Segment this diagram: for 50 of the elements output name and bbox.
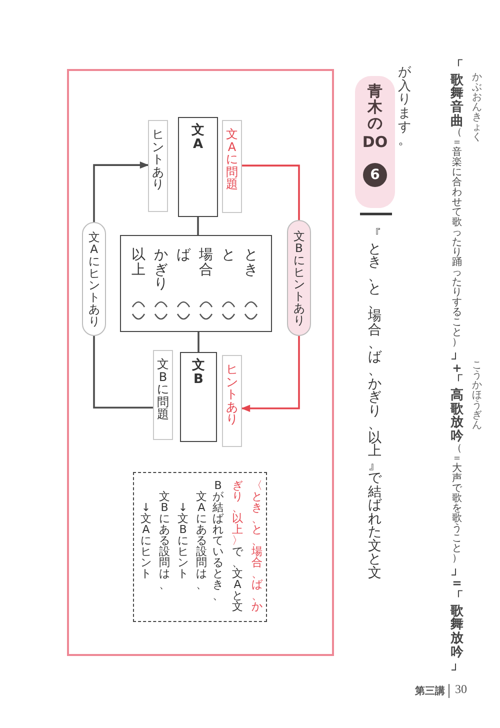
hint-box bbox=[153, 350, 173, 440]
body-text: 」＝「歌舞放吟」 bbox=[450, 564, 464, 673]
connector-line bbox=[198, 332, 200, 352]
connector-line bbox=[93, 336, 153, 408]
hint-box bbox=[148, 120, 168, 212]
sentence-label: 文B bbox=[192, 359, 205, 386]
pill-label: 文Aにヒントあり bbox=[88, 230, 100, 328]
band-label: 青木の bbox=[368, 84, 382, 132]
hint-box bbox=[222, 120, 242, 213]
conjunction-label: と bbox=[222, 248, 236, 263]
furigana: こうかほうぎん bbox=[472, 361, 482, 431]
body-text: 」＋「高歌放吟 bbox=[450, 348, 464, 444]
band-label: DO bbox=[362, 133, 388, 152]
conjunction-label: とき bbox=[244, 248, 258, 278]
sentence-label: 文A bbox=[192, 124, 204, 152]
arrow bbox=[241, 336, 300, 412]
conjunction-label: 以上 bbox=[132, 248, 146, 278]
conjunction-label: かぎり bbox=[154, 248, 168, 292]
hint-label: ヒントあり bbox=[152, 128, 164, 191]
note-box bbox=[133, 472, 267, 622]
hint-label: 文Aに問題 bbox=[226, 128, 238, 191]
conjunction-label: 場合 bbox=[199, 248, 213, 278]
body-text: が入ります。 bbox=[398, 66, 411, 148]
note-text: ↓文Aにヒント bbox=[140, 502, 152, 579]
connector-line bbox=[242, 164, 300, 220]
furigana: かぶおんきょく bbox=[472, 73, 482, 143]
pill-label: 文Bにヒントあり bbox=[293, 230, 305, 326]
note-text: ↓文Bにヒント bbox=[178, 502, 188, 579]
note-text: 〈とき、と、場合、ば、かぎり、以上〉で、文Aと文Bが結ばれているとき、 bbox=[212, 480, 263, 613]
number-badge: 6 bbox=[363, 163, 387, 188]
gloss-text: （＝大声で歌を歌うこと） bbox=[452, 444, 462, 564]
conjunction-box bbox=[120, 235, 272, 332]
hint-box bbox=[222, 355, 242, 447]
hint-label: 文Bに問題 bbox=[157, 358, 169, 421]
connector-line bbox=[197, 217, 199, 235]
arrow bbox=[93, 161, 149, 222]
sentence-box bbox=[180, 352, 217, 442]
note-text: 文Bにある設問は、 bbox=[159, 491, 170, 590]
sentence-box bbox=[178, 117, 218, 217]
page-number: 30 bbox=[455, 682, 467, 697]
conjunction-label: ば bbox=[176, 248, 190, 263]
body-text: 「歌舞音曲 bbox=[450, 60, 464, 128]
title-band bbox=[355, 76, 395, 208]
page-footer-label: 第三講 bbox=[415, 684, 445, 698]
hint-pill bbox=[82, 222, 106, 336]
hint-pill bbox=[287, 220, 311, 336]
hint-label: ヒントあり bbox=[226, 363, 238, 426]
gloss-text: （＝音楽に合わせて歌ったり踊ったりすること） bbox=[452, 128, 462, 348]
heading: 『とき、と、場合、ば、かぎり、以上』で結ばれた文と文 bbox=[368, 229, 382, 580]
note-text: 文Aにある設問は、 bbox=[196, 491, 207, 590]
